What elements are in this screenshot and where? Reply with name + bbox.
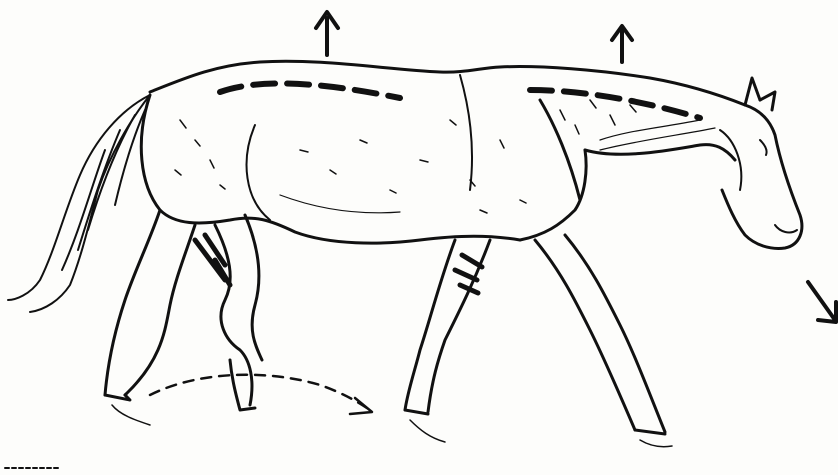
- ground-marks: [112, 405, 672, 447]
- horse-front-legs: [405, 235, 665, 434]
- up-arrow-icon: [612, 26, 632, 62]
- down-right-arrow-icon: [808, 282, 836, 322]
- horse-tail: [8, 95, 150, 312]
- horse-shading: [175, 75, 715, 213]
- horse-head: [585, 78, 802, 248]
- horse-hind-legs: [105, 210, 262, 410]
- stride-arrow: [150, 375, 372, 414]
- topline-dashed-line: [220, 83, 700, 118]
- up-arrow-icon: [316, 12, 338, 55]
